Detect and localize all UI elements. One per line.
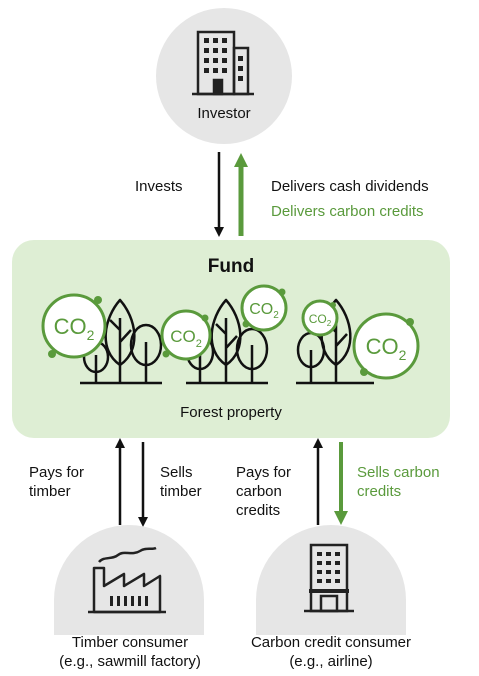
co2-text-1: CO2 (54, 314, 95, 343)
co2-bubble-5 (352, 312, 420, 380)
co2-bubble-2 (160, 309, 212, 361)
timber-consumer-node (54, 525, 204, 635)
co2-bubble-3 (240, 284, 288, 332)
co2-text-4: CO2 (309, 312, 332, 328)
pays-timber-label: Pays for timber (29, 464, 85, 500)
investor-node (156, 8, 292, 144)
sells-timber-label: Sells timber (160, 464, 202, 500)
investor-label: Investor (197, 105, 251, 122)
co2-bubble-4 (301, 299, 339, 337)
dividends-label: Delivers cash dividends (271, 178, 429, 195)
timber-consumer-label: Timber consumer (e.g., sawmill factory) (59, 634, 201, 670)
invests-label: Invests (135, 178, 183, 195)
co2-text-2: CO2 (170, 327, 202, 350)
sells-carbon-label: Sells carbon credits (357, 464, 440, 500)
carbon-consumer-label: Carbon credit consumer (e.g., airline) (250, 634, 412, 670)
co2-text-3: CO2 (249, 301, 279, 321)
pays-carbon-label: Pays for carbon credits (236, 464, 292, 519)
carbon-credits-label: Delivers carbon credits (271, 203, 424, 220)
forest-property-label: Forest property (180, 404, 282, 421)
fund-title: Fund (207, 256, 255, 277)
co2-bubble-1 (41, 293, 107, 359)
